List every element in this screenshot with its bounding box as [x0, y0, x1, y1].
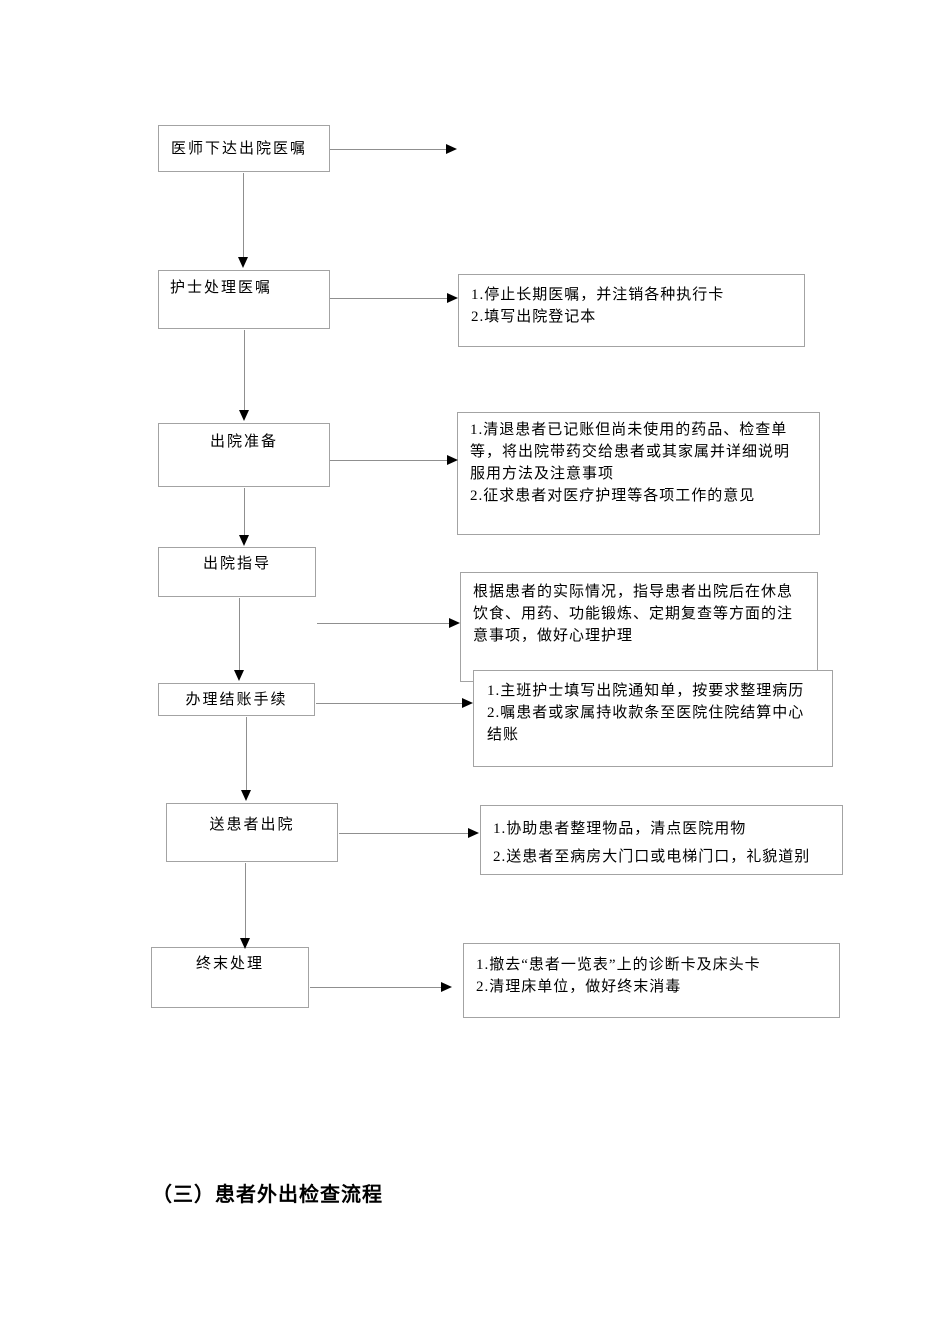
flow-step-checkout-procedure: 办理结账手续	[158, 683, 315, 716]
arrowhead-down-icon	[238, 257, 248, 268]
arrowhead-right-icon	[462, 698, 473, 708]
arrowhead-down-icon	[239, 410, 249, 421]
connector-step1-right-line	[330, 149, 446, 150]
detail-line: 1.协助患者整理物品，清点医院用物	[493, 821, 747, 837]
arrowhead-down-icon	[241, 790, 251, 801]
detail-line: 1.停止长期医嘱，并注销各种执行卡	[471, 287, 725, 303]
detail-box-discharge-guidance: 根据患者的实际情况，指导患者出院后在休息饮食、用药、功能锻炼、定期复查等方面的注…	[460, 572, 818, 682]
detail-line: 根据患者的实际情况，指导患者出院后在休息饮食、用药、功能锻炼、定期复查等方面的注…	[473, 584, 794, 644]
arrowhead-right-icon	[441, 982, 452, 992]
arrowhead-right-icon	[449, 618, 460, 628]
connector-step3-step4-line	[244, 488, 245, 535]
section-heading: （三）患者外出检查流程	[152, 1184, 383, 1206]
connector-step2-step3-line	[244, 330, 245, 410]
detail-box-nurse-process: 1.停止长期医嘱，并注销各种执行卡 2.填写出院登记本	[458, 274, 805, 347]
flow-step-doctor-discharge-order: 医师下达出院医嘱	[158, 125, 330, 172]
flow-step-nurse-process-order: 护士处理医嘱	[158, 270, 330, 329]
arrowhead-right-icon	[446, 144, 457, 154]
connector-step1-step2-line	[243, 173, 244, 257]
detail-line: 1.撤去“患者一览表”上的诊断卡及床头卡	[476, 957, 761, 973]
connector-step6-detail-line	[339, 833, 468, 834]
connector-step5-step6-line	[246, 717, 247, 790]
arrowhead-down-icon	[234, 670, 244, 681]
detail-line: 2.清理床单位，做好终末消毒	[476, 979, 682, 995]
connector-step4-detail-line	[317, 623, 449, 624]
connector-step5-detail-line	[316, 703, 462, 704]
detail-line: 1.主班护士填写出院通知单，按要求整理病历	[487, 683, 805, 699]
detail-line: 2.征求患者对医疗护理等各项工作的意见	[470, 488, 756, 504]
connector-step2-detail-line	[330, 298, 447, 299]
connector-step3-detail-line	[330, 460, 447, 461]
flow-step-send-patient-out: 送患者出院	[166, 803, 338, 862]
detail-box-send-patient-out: 1.协助患者整理物品，清点医院用物 2.送患者至病房大门口或电梯门口，礼貌道别	[480, 805, 843, 875]
detail-box-checkout-procedure: 1.主班护士填写出院通知单，按要求整理病历 2.嘱患者或家属持收款条至医院住院结…	[473, 670, 833, 767]
detail-line: 2.送患者至病房大门口或电梯门口，礼貌道别	[493, 849, 811, 865]
arrowhead-right-icon	[447, 455, 458, 465]
arrowhead-down-icon	[239, 535, 249, 546]
connector-step7-detail-line	[310, 987, 441, 988]
connector-step6-step7-line	[245, 863, 246, 938]
detail-line: 1.清退患者已记账但尚未使用的药品、检查单等，将出院带药交给患者或其家属并详细说…	[470, 422, 791, 482]
connector-step4-step5-line	[239, 598, 240, 670]
arrowhead-down-icon	[240, 938, 250, 949]
detail-box-terminal-handling: 1.撤去“患者一览表”上的诊断卡及床头卡 2.清理床单位，做好终末消毒	[463, 943, 840, 1018]
flow-step-terminal-handling: 终末处理	[151, 947, 309, 1008]
flow-step-discharge-preparation: 出院准备	[158, 423, 330, 487]
flow-step-discharge-guidance: 出院指导	[158, 547, 316, 597]
arrowhead-right-icon	[447, 293, 458, 303]
detail-line: 2.填写出院登记本	[471, 309, 597, 325]
detail-line: 2.嘱患者或家属持收款条至医院住院结算中心结账	[487, 705, 805, 743]
arrowhead-right-icon	[468, 828, 479, 838]
detail-box-discharge-preparation: 1.清退患者已记账但尚未使用的药品、检查单等，将出院带药交给患者或其家属并详细说…	[457, 412, 820, 535]
